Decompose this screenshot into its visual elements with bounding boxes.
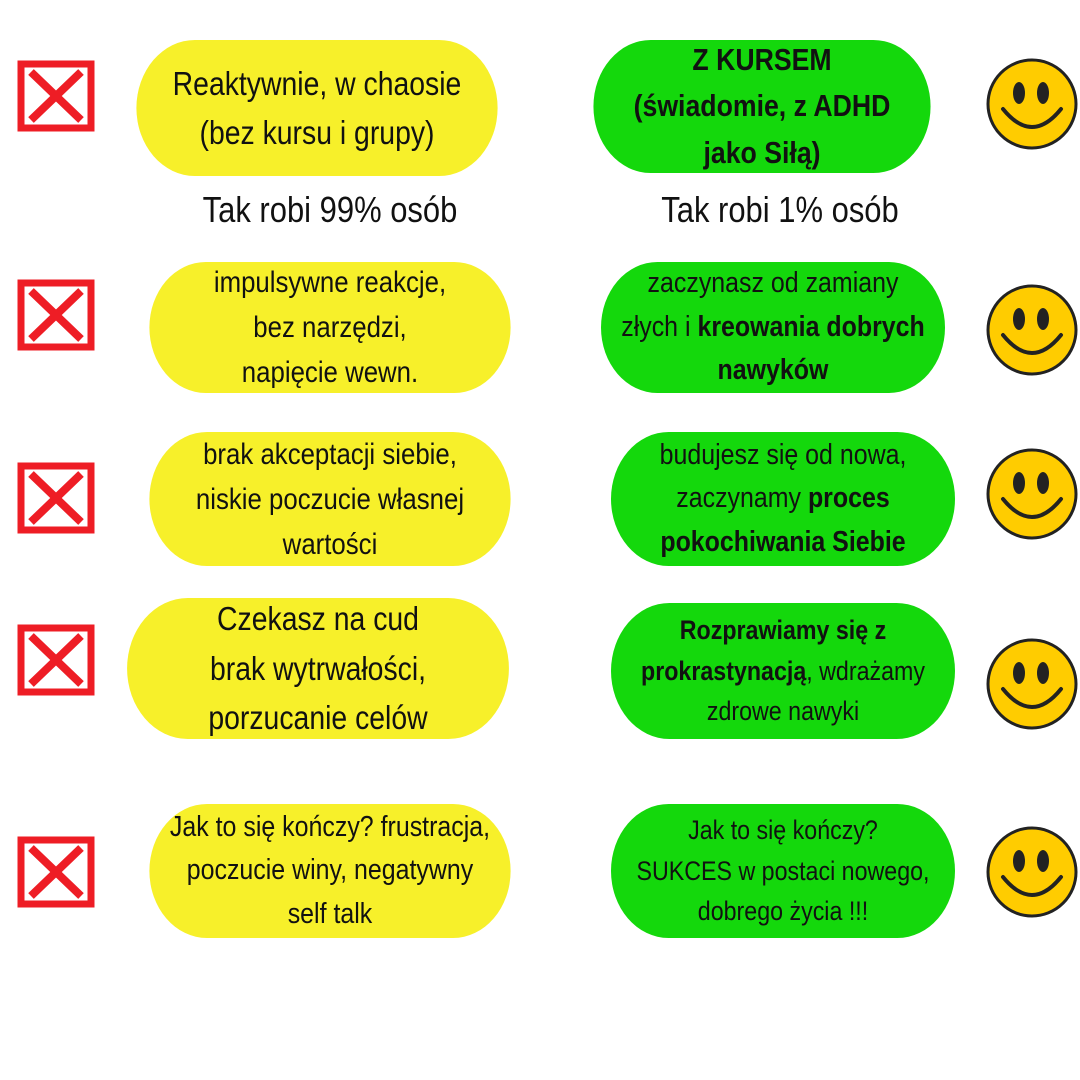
pill-text-line: zaczynasz od zamiany xyxy=(648,262,899,306)
pill-text-line: prokrastynacją, wdrażamy xyxy=(641,651,925,692)
bold-text: jako Siłą) xyxy=(703,134,821,170)
text: Jak to się kończy? frustracja, xyxy=(169,810,491,843)
pill-text-line: niskie poczucie własnej xyxy=(196,477,464,522)
bad-approach-pill: Czekasz na cud brak wytrwałości, porzucani… xyxy=(127,598,509,739)
red-x-box-icon xyxy=(17,279,95,351)
pill-text-line: self talk xyxy=(288,893,373,937)
caption-99-percent: Tak robi 99% osób xyxy=(202,189,458,230)
bold-text: (świadomie, z ADHD xyxy=(633,88,891,124)
smiley-face-icon xyxy=(986,284,1078,376)
pill-text-line: jako Siłą) xyxy=(703,130,820,177)
pill-text-line: napięcie wewn. xyxy=(242,350,418,395)
pill-text-line: wartości xyxy=(283,522,378,567)
text: poczucie winy, negatywny xyxy=(186,854,474,887)
pill-text-line: budujesz się od nowa, xyxy=(660,434,907,478)
pill-text-line: pokochiwania Siebie xyxy=(660,521,905,565)
smiley-face-icon xyxy=(986,448,1078,540)
pill-text-line: porzucanie celów xyxy=(208,693,427,743)
pill-text-line: (świadomie, z ADHD xyxy=(634,83,891,130)
text: porzucanie celów xyxy=(208,699,428,737)
bad-approach-pill: Reaktywnie, w chaosie (bez kursu i grupy) xyxy=(136,40,498,176)
pill-text-line: złych i kreowania dobrych xyxy=(621,306,925,350)
red-x-box-icon xyxy=(17,60,95,132)
bad-approach-pill: brak akceptacji siebie, niskie poczucie w… xyxy=(149,432,511,567)
smiley-face-icon xyxy=(986,638,1078,730)
good-approach-pill: Rozprawiamy się z prokrastynacją, wdrażam… xyxy=(611,603,955,739)
good-approach-pill: Z KURSEM (świadomie, z ADHD jako Siłą) xyxy=(593,37,931,173)
text: , wdrażamy xyxy=(806,655,925,686)
text: niskie poczucie własnej xyxy=(195,482,465,516)
good-approach-pill: Jak to się kończy? SUKCES w postaci noweg… xyxy=(611,804,955,938)
pill-text-line: bez narzędzi, xyxy=(253,305,406,350)
good-approach-pill: budujesz się od nowa, zaczynamy proces pok… xyxy=(611,432,955,566)
pill-text-line: (bez kursu i grupy) xyxy=(199,108,434,158)
bold-text: proces xyxy=(807,482,890,515)
text: zaczynasz od zamiany xyxy=(647,267,899,300)
bold-text: Rozprawiamy się z xyxy=(679,615,887,646)
pill-text-line: SUKCES w postaci nowego, xyxy=(637,851,930,892)
caption-1-percent: Tak robi 1% osób xyxy=(661,189,899,230)
red-x-box-icon xyxy=(17,836,95,908)
text: budujesz się od nowa, xyxy=(659,438,907,471)
smiley-face-icon xyxy=(986,826,1078,918)
pill-text-line: Jak to się kończy? xyxy=(688,810,878,851)
bold-text: kreowania dobrych xyxy=(697,310,925,343)
pill-text-line: Czekasz na cud xyxy=(217,594,419,644)
pill-text-line: Z KURSEM xyxy=(692,37,831,84)
bold-text: nawyków xyxy=(717,354,829,387)
smiley-face-icon xyxy=(986,58,1078,150)
text: bez narzędzi, xyxy=(253,311,407,344)
pill-text-line: impulsywne reakcje, xyxy=(214,260,446,305)
text: Czekasz na cud xyxy=(217,600,419,638)
bad-approach-pill: impulsywne reakcje, bez narzędzi, napięcie… xyxy=(149,260,511,395)
bold-text: pokochiwania Siebie xyxy=(660,525,906,558)
pill-text-line: dobrego życia !!! xyxy=(698,891,868,932)
pill-text-line: Jak to się kończy? frustracja, xyxy=(170,806,490,850)
text: wartości xyxy=(282,527,378,561)
bold-text: Z KURSEM xyxy=(692,41,832,77)
text: zaczynamy xyxy=(676,482,808,515)
bad-approach-pill: Jak to się kończy? frustracja, poczucie w… xyxy=(149,804,511,938)
text: SUKCES w postaci nowego, xyxy=(636,855,930,886)
text: Reaktywnie, w chaosie xyxy=(172,64,462,102)
pill-text-line: zdrowe nawyki xyxy=(707,691,859,732)
pill-text-line: zaczynamy proces xyxy=(676,477,889,521)
text: zdrowe nawyki xyxy=(706,696,860,727)
text: brak akceptacji siebie, xyxy=(203,437,457,471)
text: dobrego życia !!! xyxy=(697,896,869,927)
pill-text-line: Rozprawiamy się z xyxy=(680,610,886,651)
pill-text-line: Reaktywnie, w chaosie xyxy=(173,59,462,109)
bold-text: prokrastynacją xyxy=(641,655,807,686)
text: Jak to się kończy? xyxy=(688,815,878,846)
text: self talk xyxy=(287,897,373,930)
pill-text-line: nawyków xyxy=(718,349,829,393)
pill-text-line: poczucie winy, negatywny xyxy=(187,849,474,893)
red-x-box-icon xyxy=(17,624,95,696)
red-x-box-icon xyxy=(17,462,95,534)
text: złych i xyxy=(621,310,698,343)
good-approach-pill: zaczynasz od zamiany złych i kreowania do… xyxy=(601,262,945,393)
text: impulsywne reakcje, xyxy=(213,266,447,299)
pill-text-line: brak wytrwałości, xyxy=(210,644,426,694)
text: brak wytrwałości, xyxy=(209,649,427,687)
text: napięcie wewn. xyxy=(241,356,419,389)
text: (bez kursu i grupy) xyxy=(199,114,435,151)
pill-text-line: brak akceptacji siebie, xyxy=(203,432,457,477)
